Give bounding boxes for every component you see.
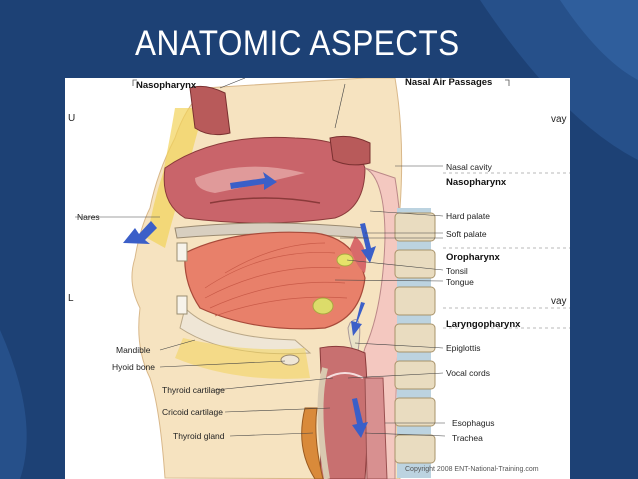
label-nasopharynx-top: Nasopharynx [136, 81, 196, 91]
label-soft-palate: Soft palate [446, 229, 487, 239]
label-tongue: Tongue [446, 277, 474, 287]
label-oropharynx: Oropharynx [446, 253, 500, 263]
label-mandible: Mandible [116, 345, 151, 355]
label-vocal-cords: Vocal cords [446, 368, 490, 378]
label-tonsil: Tonsil [446, 266, 468, 276]
label-hyoid-bone: Hyoid bone [112, 362, 155, 372]
label-hard-palate: Hard palate [446, 211, 490, 221]
label-nares: Nares [77, 212, 100, 222]
edge-fragment-left-lower: L [68, 293, 74, 304]
label-nasal-cavity: Nasal cavity [446, 162, 492, 172]
anatomy-figure: Nasopharynx Nasal Air Passages Nares Man… [65, 78, 570, 479]
label-trachea: Trachea [452, 433, 483, 443]
edge-fragment-left-upper: U [68, 113, 75, 124]
label-esophagus: Esophagus [452, 418, 495, 428]
label-laryngopharynx: Laryngopharynx [446, 320, 520, 330]
edge-fragment-right-lower: vay [551, 296, 567, 307]
slide-title: ANATOMIC ASPECTS [135, 24, 460, 64]
label-epiglottis: Epiglottis [446, 343, 481, 353]
label-nasopharynx: Nasopharynx [446, 178, 506, 188]
label-cricoid-cartilage: Cricoid cartilage [162, 407, 223, 417]
label-thyroid-gland: Thyroid gland [173, 431, 225, 441]
label-thyroid-cartilage: Thyroid cartilage [162, 385, 225, 395]
edge-fragment-right-upper: vay [551, 114, 567, 125]
label-nasal-air-passages: Nasal Air Passages [405, 78, 492, 88]
copyright-notice: Copyright 2008 ENT-National-Training.com [405, 466, 539, 473]
